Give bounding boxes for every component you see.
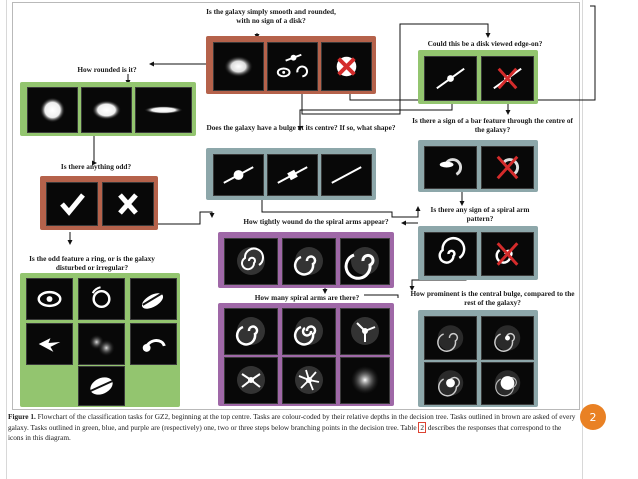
slide-border-right: [582, 0, 583, 479]
question-bar: Is there a sign of a bar feature through…: [412, 116, 573, 134]
tile-star-artifact[interactable]: [321, 42, 372, 91]
tile-bar[interactable]: [424, 146, 477, 189]
tile-dust-lane[interactable]: [78, 366, 125, 406]
tile-medium[interactable]: [282, 238, 336, 285]
tile-arms-3[interactable]: [340, 308, 390, 355]
caption-text-after: describes the responses that correspond …: [8, 422, 562, 443]
tile-bulge-none[interactable]: [424, 316, 477, 360]
page-number-badge: 2: [580, 404, 606, 430]
tile-no-bulge[interactable]: [321, 154, 372, 196]
tile-bulge-noticeable[interactable]: [481, 316, 534, 360]
tile-ring[interactable]: [26, 278, 73, 320]
question-bulge-prominence: How prominent is the central bulge, comp…: [410, 289, 575, 307]
tile-arms-more-than-four[interactable]: [282, 357, 336, 404]
tile-no-spiral[interactable]: [481, 232, 534, 276]
tile-spiral[interactable]: [424, 232, 477, 276]
tile-rounded-bulge[interactable]: [213, 154, 264, 196]
tile-cigar-shaped[interactable]: [135, 87, 192, 133]
question-odd: Is there anything odd?: [60, 162, 132, 171]
question-how-rounded: How rounded is it?: [77, 65, 137, 74]
tile-arms-2[interactable]: [282, 308, 336, 355]
tile-odd-no[interactable]: [102, 182, 154, 226]
table-reference[interactable]: 2: [418, 421, 427, 433]
tile-features[interactable]: [267, 42, 318, 91]
question-edge-on: Could this be a disk viewed edge-on?: [427, 39, 543, 48]
figure-caption: Figure 1. Flowchart of the classificatio…: [8, 412, 576, 444]
tile-arms-1[interactable]: [224, 308, 278, 355]
tile-lens-arc[interactable]: [78, 278, 125, 320]
question-odd-feature: Is the odd feature a ring, or is the gal…: [29, 254, 155, 272]
question-tightness: How tightly wound do the spiral arms app…: [243, 217, 389, 226]
tile-disturbed[interactable]: [130, 278, 177, 320]
tile-arms-cant-tell[interactable]: [340, 357, 390, 404]
tile-bulge-obvious[interactable]: [424, 362, 477, 405]
tile-in-between[interactable]: [81, 87, 132, 133]
tile-edge-on-yes[interactable]: [424, 56, 477, 101]
tile-loose[interactable]: [340, 238, 390, 285]
tile-smooth[interactable]: [213, 42, 264, 91]
tile-arms-4[interactable]: [224, 357, 278, 404]
tile-edge-on-no[interactable]: [481, 56, 534, 101]
tile-odd-yes[interactable]: [46, 182, 98, 226]
tile-bulge-dominant[interactable]: [481, 362, 534, 405]
question-spiral: Is there any sign of a spiral arm patter…: [430, 205, 530, 223]
slide-border-left: [6, 0, 7, 479]
tile-other[interactable]: [78, 323, 125, 365]
tile-merger[interactable]: [130, 323, 177, 365]
tile-tight[interactable]: [224, 238, 278, 285]
slide-margin: [590, 0, 638, 479]
tile-no-bar[interactable]: [481, 146, 534, 189]
question-smooth: Is the galaxy simply smooth and rounded,…: [206, 7, 336, 25]
question-arm-count: How many spiral arms are there?: [254, 293, 360, 302]
caption-text-before: Flowchart of the classification tasks fo…: [8, 412, 576, 432]
tile-irregular[interactable]: [26, 323, 73, 365]
question-bulge-shape: Does the galaxy have a bulge at its cent…: [206, 123, 396, 132]
tile-boxy-bulge[interactable]: [267, 154, 318, 196]
figure-label: Figure 1.: [8, 412, 36, 421]
tile-completely-round[interactable]: [27, 87, 78, 133]
